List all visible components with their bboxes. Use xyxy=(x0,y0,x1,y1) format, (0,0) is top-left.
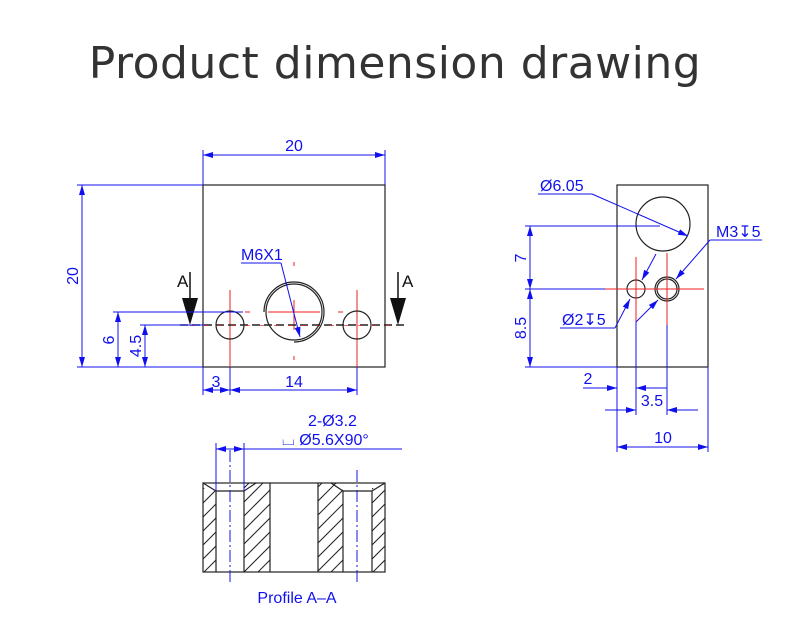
section-caption: Profile A–A xyxy=(257,590,336,607)
hatch-line xyxy=(367,597,390,620)
section-marker-right: A xyxy=(402,272,414,291)
hole-count-label: 2-Ø3.2 xyxy=(308,413,357,430)
hatch-line xyxy=(367,611,390,634)
width-dimension: 20 xyxy=(285,138,303,155)
hatch-line xyxy=(198,583,221,606)
hatch-line xyxy=(203,531,216,546)
dim-6: 6 xyxy=(101,335,118,344)
hatch-line xyxy=(372,531,385,546)
dim-14: 14 xyxy=(285,374,303,391)
hatch-line xyxy=(318,503,343,530)
threaded-hole-m6 xyxy=(265,283,323,341)
hatch-line xyxy=(239,611,275,640)
hatch-line xyxy=(313,611,348,640)
hatch-line xyxy=(203,559,216,572)
hatch-line xyxy=(203,503,216,518)
hatch-line xyxy=(198,611,221,634)
hatch-line xyxy=(244,489,270,517)
hole-right xyxy=(342,310,372,340)
hatch-line xyxy=(372,559,385,572)
section-view: 2-Ø3.2 ⌴ Ø5.6X90° Profile A–A xyxy=(198,413,402,640)
hatch-line xyxy=(244,483,264,503)
page-title: Product dimension drawing xyxy=(88,38,702,89)
hatch-line xyxy=(372,503,385,518)
hatch-line xyxy=(318,483,337,502)
dim-3: 3 xyxy=(212,374,221,391)
m3-thread-label: M3↧5 xyxy=(716,224,761,241)
hatch-line xyxy=(318,517,343,544)
hatch-line xyxy=(203,517,216,532)
height-dimension: 20 xyxy=(65,267,82,285)
hatching xyxy=(198,443,390,640)
hatch-line xyxy=(244,545,270,572)
hatch-line xyxy=(203,489,216,504)
pin-hole-label: Ø2↧5 xyxy=(562,312,606,329)
front-view: A A 20 20 6 4.5 3 14 M xyxy=(65,138,414,395)
side-outline xyxy=(616,184,709,368)
side-view: 7 8.5 2 3.5 10 Ø6.05 M3↧5 Ø2↧5 xyxy=(513,178,762,452)
dim-8-5: 8.5 xyxy=(513,317,530,339)
hatch-line xyxy=(372,489,385,504)
hatch-line xyxy=(318,483,323,488)
hatch-line xyxy=(244,503,270,531)
dim-10: 10 xyxy=(654,430,672,447)
bore-6-05 xyxy=(635,196,691,252)
hatch-line xyxy=(318,545,343,572)
section-arrow-right: A xyxy=(390,272,414,325)
hatch-line xyxy=(244,517,270,545)
hatch-line xyxy=(244,531,270,559)
hatch-line xyxy=(203,545,216,560)
dim-3-5: 3.5 xyxy=(641,393,663,410)
thread-label-m6x1: M6X1 xyxy=(241,247,283,264)
block-outline xyxy=(202,184,386,368)
hatch-line xyxy=(198,597,221,620)
hole-left xyxy=(215,310,245,340)
hatch-line xyxy=(244,483,250,489)
hatch-line xyxy=(367,443,390,466)
dim-4-5: 4.5 xyxy=(128,335,145,357)
hatch-line xyxy=(257,559,270,572)
hatch-line xyxy=(372,517,385,532)
bore-label: Ø6.05 xyxy=(540,178,584,195)
hatch-line xyxy=(198,443,221,466)
section-marker-left: A xyxy=(177,272,189,291)
hatch-line xyxy=(330,559,343,572)
hatch-line xyxy=(318,531,343,558)
hatch-line xyxy=(367,583,390,606)
countersink-label: ⌴ Ø5.6X90° xyxy=(282,432,369,449)
hatch-line xyxy=(318,489,343,516)
hatch-line xyxy=(372,545,385,560)
hatch-line xyxy=(198,457,221,480)
hatch-line xyxy=(367,457,390,480)
dim-2: 2 xyxy=(584,371,593,388)
section-outline xyxy=(202,482,386,573)
section-arrow-left: A xyxy=(177,272,198,325)
dim-7: 7 xyxy=(513,253,530,262)
